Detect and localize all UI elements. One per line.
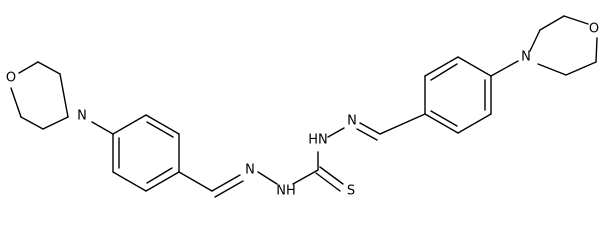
bond [595, 37, 598, 63]
left-ring-n-to-phenyl-bond [91, 121, 114, 135]
oxygen-atom-left: O [6, 71, 16, 86]
bond [379, 113, 426, 135]
bond [490, 60, 519, 77]
molecule-structure-diagram: O N N NH S HN N N O [6, 15, 599, 199]
bond [10, 87, 22, 118]
bond [42, 116, 69, 130]
left-benzene-ring [112, 114, 180, 192]
imine-double-bond [211, 174, 241, 192]
thiourea-core [292, 151, 344, 192]
aromatic-double-bond [430, 110, 458, 127]
left-morpholine-ring [10, 61, 69, 130]
bond [145, 171, 180, 192]
bond [20, 116, 44, 130]
imine-double-bond [359, 122, 381, 135]
atom-labels: O N N NH S HN N N O [6, 22, 599, 199]
bond [565, 61, 597, 76]
bond [59, 73, 69, 118]
bond [457, 113, 492, 134]
left-hydrazone-linker [178, 171, 278, 198]
bond [457, 56, 492, 77]
imine-double-bond [356, 128, 378, 141]
bond [37, 61, 61, 75]
nitrogen-atom-left-ring: N [77, 109, 87, 124]
nh-group-upper: HN [308, 133, 328, 148]
right-benzene-ring [424, 56, 492, 134]
aromatic-double-bond [146, 167, 173, 184]
imine-double-bond [214, 180, 244, 198]
bond [112, 171, 147, 192]
bond [112, 114, 147, 135]
bond [529, 29, 541, 52]
bond [563, 15, 589, 25]
oxygen-atom-right: O [589, 22, 599, 37]
right-morpholine-ring [529, 15, 598, 76]
aromatic-double-bond [430, 63, 458, 81]
bond [292, 169, 319, 185]
nitrogen-atom-right-imine: N [347, 114, 357, 129]
bond [91, 121, 114, 135]
bond [145, 114, 180, 135]
bond [257, 171, 278, 185]
thione-double-bond [319, 166, 344, 185]
aromatic-double-bond [146, 121, 174, 138]
bond [537, 63, 567, 76]
nitrogen-atom-right-ring: N [521, 50, 531, 65]
right-hydrazone-linker [327, 113, 426, 141]
sulfur-atom: S [347, 184, 355, 199]
bond [424, 113, 459, 134]
bond [424, 56, 459, 77]
nitrogen-atom-left-imine: N [245, 163, 255, 178]
bond [178, 171, 213, 192]
bond [539, 15, 565, 31]
bond [327, 127, 345, 138]
thione-double-bond [315, 172, 341, 192]
bond [18, 61, 39, 74]
nh-group-lower: NH [276, 184, 296, 199]
right-phenyl-to-ring-n-bond [490, 60, 519, 77]
